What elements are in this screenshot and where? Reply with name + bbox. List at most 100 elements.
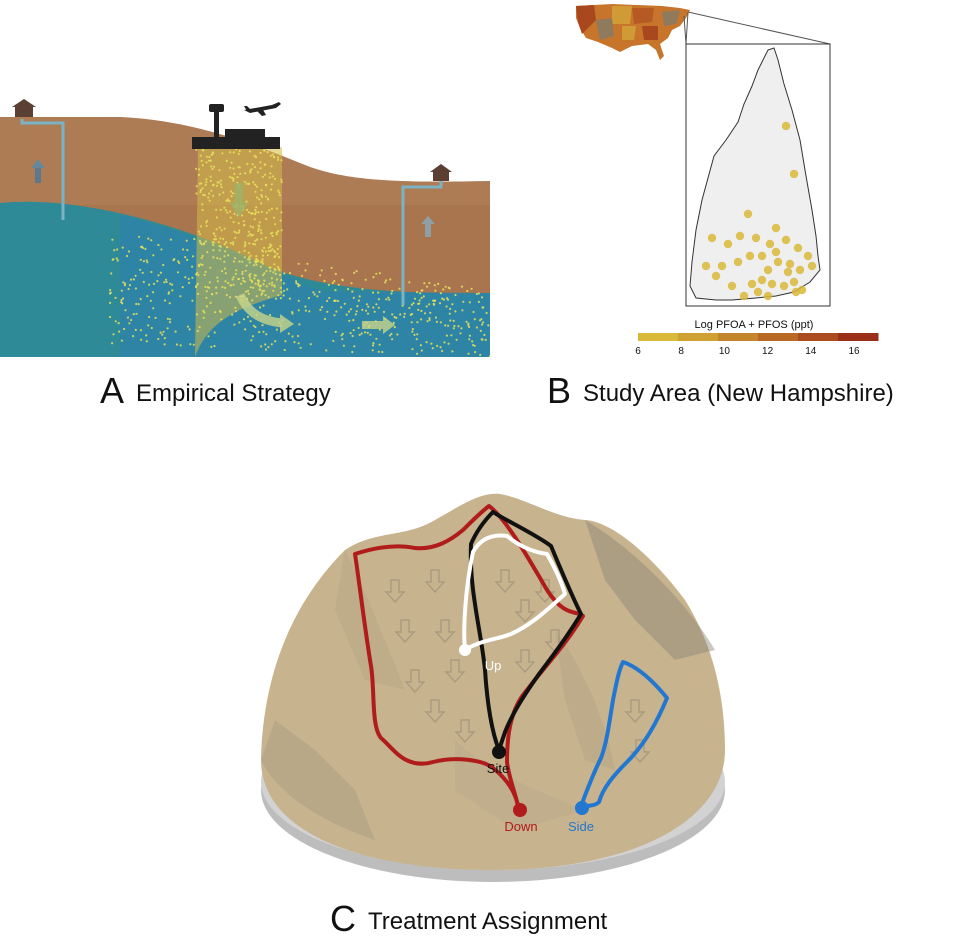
legend-color-swatch bbox=[718, 333, 759, 341]
site-outlet-marker bbox=[492, 745, 506, 759]
site-label: Site bbox=[487, 761, 509, 776]
up-outlet-marker bbox=[459, 644, 471, 656]
side-label: Side bbox=[568, 819, 594, 834]
legend-color-swatch bbox=[678, 333, 719, 341]
sample-site-marker bbox=[763, 291, 773, 301]
house-icon bbox=[12, 99, 36, 117]
legend-color-swatch bbox=[758, 333, 799, 341]
panel-study-area: Log PFOA + PFOS (ppt) 6 8 10 12 14 16 bbox=[572, 0, 974, 360]
legend-color-swatch bbox=[798, 333, 839, 341]
arrow-icon bbox=[434, 619, 456, 644]
panel-letter: B bbox=[547, 370, 572, 411]
arrow-icon bbox=[230, 183, 248, 217]
panel-empirical-strategy bbox=[0, 95, 490, 357]
sample-site-marker bbox=[745, 251, 755, 261]
sample-site-marker bbox=[795, 265, 805, 275]
legend-colorbar bbox=[638, 333, 879, 341]
sample-site-marker bbox=[757, 275, 767, 285]
panel-letter: A bbox=[100, 370, 125, 411]
panel-treatment-assignment: Up Site Down Side bbox=[255, 490, 730, 890]
sample-site-marker bbox=[717, 261, 727, 271]
legend-tick-label: 12 bbox=[762, 346, 774, 357]
up-label: Up bbox=[485, 658, 502, 673]
sample-site-marker bbox=[771, 247, 781, 257]
left-well-pipe bbox=[20, 119, 65, 220]
side-watershed-boundary bbox=[579, 660, 669, 808]
sample-site-marker bbox=[763, 265, 773, 275]
legend-tick-label: 10 bbox=[719, 346, 731, 357]
sample-site-marker bbox=[785, 259, 795, 269]
sample-site-marker bbox=[711, 271, 721, 281]
sample-site-marker bbox=[771, 223, 781, 233]
sample-site-marker bbox=[747, 279, 757, 289]
arrow-icon bbox=[424, 569, 446, 594]
sample-site-marker bbox=[767, 279, 777, 289]
sample-site-marker bbox=[779, 281, 789, 291]
down-outlet-marker bbox=[513, 803, 527, 817]
legend-tick-label: 14 bbox=[805, 346, 817, 357]
legend-tick-label: 8 bbox=[678, 346, 684, 357]
caption-panel-c: C Treatment Assignment bbox=[330, 898, 607, 940]
arrow-icon bbox=[384, 579, 406, 604]
arrow-icon bbox=[444, 659, 466, 684]
sample-site-marker bbox=[735, 231, 745, 241]
panel-title: Treatment Assignment bbox=[368, 908, 608, 935]
up-watershed-boundary bbox=[462, 533, 567, 652]
sample-site-marker bbox=[791, 287, 801, 297]
arrow-icon bbox=[424, 699, 446, 724]
caption-panel-a: A Empirical Strategy bbox=[100, 370, 331, 412]
airport-icon bbox=[192, 104, 280, 149]
sample-site-marker bbox=[757, 251, 767, 261]
sample-site-marker bbox=[789, 277, 799, 287]
arrow-icon bbox=[31, 159, 45, 183]
sample-sites bbox=[701, 121, 817, 301]
sample-site-marker bbox=[781, 121, 791, 131]
us-map-inset bbox=[576, 4, 690, 60]
arrow-icon bbox=[421, 216, 435, 237]
sample-site-marker bbox=[707, 233, 717, 243]
arrow-icon bbox=[454, 719, 476, 744]
sample-site-marker bbox=[751, 233, 761, 243]
sample-site-marker bbox=[807, 261, 817, 271]
arrow-icon bbox=[404, 669, 426, 694]
sample-site-marker bbox=[783, 267, 793, 277]
legend-ticks: 6 8 10 12 14 16 bbox=[635, 346, 860, 357]
arrow-icon bbox=[624, 699, 646, 724]
panel-title: Empirical Strategy bbox=[136, 380, 331, 407]
arrow-icon bbox=[235, 292, 294, 333]
sample-site-marker bbox=[739, 291, 749, 301]
sample-site-marker bbox=[781, 235, 791, 245]
legend-tick-label: 6 bbox=[635, 346, 641, 357]
sample-site-marker bbox=[743, 209, 753, 219]
house-icon bbox=[430, 164, 452, 181]
watershed-terrain: Up Site Down Side bbox=[261, 493, 725, 882]
groundwater-cross-section bbox=[0, 99, 490, 357]
sample-site-marker bbox=[701, 261, 711, 271]
panel-title: Study Area (New Hampshire) bbox=[583, 380, 894, 407]
sample-site-marker bbox=[753, 287, 763, 297]
sample-site-marker bbox=[723, 239, 733, 249]
legend-color-swatch bbox=[838, 333, 879, 341]
arrow-icon bbox=[494, 569, 516, 594]
sample-site-marker bbox=[803, 251, 813, 261]
legend-color-swatch bbox=[638, 333, 679, 341]
arrow-icon bbox=[362, 316, 395, 334]
arrow-icon bbox=[514, 649, 536, 674]
study-area-map: Log PFOA + PFOS (ppt) 6 8 10 12 14 16 bbox=[576, 4, 879, 357]
legend-title: Log PFOA + PFOS (ppt) bbox=[695, 319, 814, 331]
sample-site-marker bbox=[765, 239, 775, 249]
legend-tick-label: 16 bbox=[848, 346, 860, 357]
sample-site-marker bbox=[793, 243, 803, 253]
caption-panel-b: B Study Area (New Hampshire) bbox=[547, 370, 894, 412]
sample-site-marker bbox=[733, 257, 743, 267]
sample-site-marker bbox=[773, 257, 783, 267]
sample-site-marker bbox=[789, 169, 799, 179]
arrow-icon bbox=[514, 599, 536, 624]
arrow-icon bbox=[394, 619, 416, 644]
terrain-surface bbox=[261, 493, 725, 870]
panel-letter: C bbox=[330, 898, 356, 939]
down-label: Down bbox=[504, 819, 537, 834]
airplane-icon bbox=[244, 102, 281, 116]
site-watershed-boundary bbox=[468, 510, 583, 752]
sample-site-marker bbox=[727, 281, 737, 291]
